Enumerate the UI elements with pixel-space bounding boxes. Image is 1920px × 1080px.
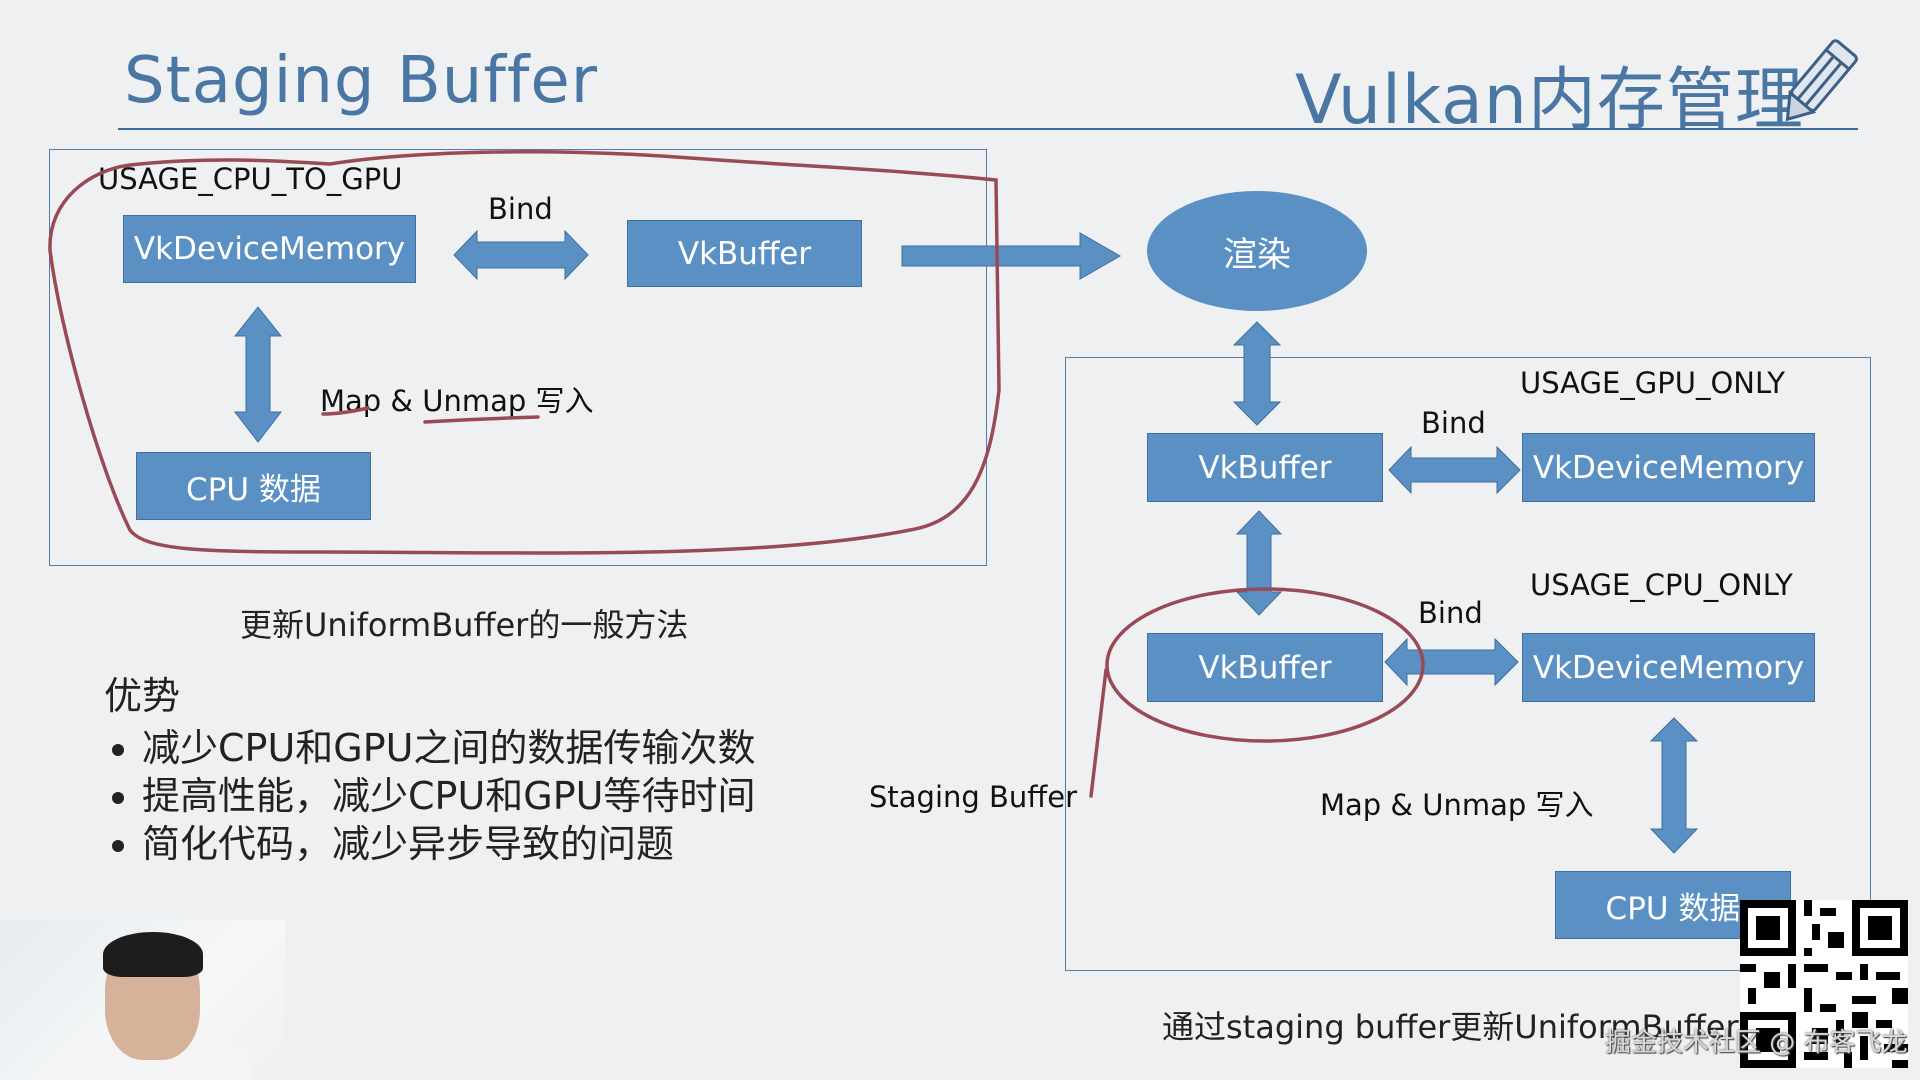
map-unmap-label: Map & Unmap 写入 [320,384,594,418]
gpu-device-memory-box: VkDeviceMemory [1522,433,1815,502]
staging-highlight-ellipse [1105,587,1425,743]
render-node: 渲染 [1147,191,1367,311]
unmap-underline [423,415,540,424]
to-render-arrow [901,232,1122,280]
gpu-bind-arrow [1388,445,1521,495]
buffer-staging-arrow [1235,510,1283,616]
cpu-bind-label: Bind [1418,596,1483,630]
right-caption: 通过staging buffer更新UniformBuffer [1162,1008,1739,1046]
usage-gpu-only-label: USAGE_GPU_ONLY [1520,366,1786,400]
staging-pointer-line [1089,668,1108,798]
map-underline [321,406,370,416]
gpu-staging-frame [1065,357,1871,971]
advantage-item: 提高性能，减少CPU和GPU等待时间 [142,772,755,820]
bind-double-arrow [453,229,589,281]
right-map-unmap-label: Map & Unmap 写入 [1320,788,1594,822]
cpu-data-box: CPU 数据 [136,452,371,520]
vkbuffer-box: VkBuffer [627,220,862,287]
map-double-arrow [233,306,283,443]
cpu-bind-arrow [1384,637,1519,687]
qr-code[interactable] [1740,900,1908,1068]
cpu-to-gpu-frame [49,149,987,566]
gpu-bind-label: Bind [1421,406,1486,440]
advantages-section: 优势 减少CPU和GPU之间的数据传输次数 提高性能，减少CPU和GPU等待时间… [104,665,755,868]
advantages-heading: 优势 [104,674,181,718]
slide-title: Staging Buffer [124,44,599,118]
pencil-icon [1785,39,1858,122]
annotation-loop [48,150,1001,555]
staging-buffer-annotation: Staging Buffer [869,780,1078,814]
title-underline [118,128,1858,130]
device-memory-box: VkDeviceMemory [123,215,416,283]
course-title: Vulkan内存管理 [1295,61,1804,140]
bind-label: Bind [488,192,553,226]
left-caption: 更新UniformBuffer的一般方法 [240,606,689,644]
gpu-vkbuffer-box: VkBuffer [1147,433,1383,502]
advantages-list: 减少CPU和GPU之间的数据传输次数 提高性能，减少CPU和GPU等待时间 简化… [104,724,755,868]
advantage-item: 减少CPU和GPU之间的数据传输次数 [142,724,755,772]
advantage-item: 简化代码，减少异步导致的问题 [142,820,755,868]
staging-vkbuffer-box: VkBuffer [1147,633,1383,702]
usage-cpu-to-gpu-label: USAGE_CPU_TO_GPU [98,162,403,196]
presenter-hair [103,932,203,977]
qr-code-icon [1740,900,1908,1068]
usage-cpu-only-label: USAGE_CPU_ONLY [1530,568,1793,602]
right-map-arrow [1649,717,1699,854]
watermark: 掘金技术社区 @ 布客飞龙 [1605,1028,1908,1058]
render-buffer-arrow [1232,321,1282,426]
cpu-device-memory-box: VkDeviceMemory [1522,633,1815,702]
